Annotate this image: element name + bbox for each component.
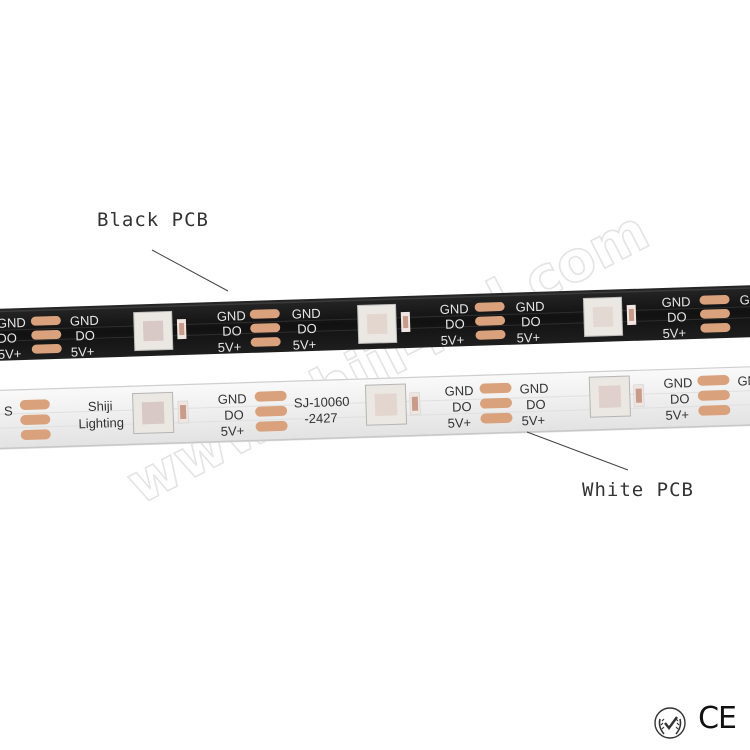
pad-label-gnd: GND [439,301,468,317]
copper-pad-group [699,294,731,333]
pad-labels: GND DO 5V+ [218,391,247,439]
pad-label-do: DO [445,316,465,332]
pad-label-gnd: GND [218,391,247,407]
pad-label-gnd: GND [661,294,690,310]
pad-labels: GND DO 5V+ GND DO 5V+ [217,306,321,355]
pad-label-gnd: GND [444,383,473,399]
pad-label-gnd: GND [739,292,750,308]
pad-label-do: DO [670,391,690,407]
pad-label-5v: 5V+ [0,346,22,362]
pad-labels: GND DO 5V+ GND [661,292,750,341]
pad-label-5v: 5V+ [521,413,545,429]
pad-label-do: DO [222,323,242,339]
pad-label-do: DO [297,321,317,337]
pad-label-do: DO [667,309,687,325]
pad-label-5v: 5V+ [665,407,689,423]
watermark-text: www.shiji-led.com [117,198,659,517]
leader-line-white [526,431,629,471]
led-chip [588,375,645,418]
white-pcb-strip: S Shiji Lighting GND DO 5V+ [0,365,750,451]
pad-label-5v: 5V+ [440,332,464,348]
brand-line-1: Shiji [88,398,113,414]
pad-label-5v: 5V+ [218,339,242,355]
copper-pad-group [30,316,62,354]
pad-labels: GND DO 5V+ GND DO 5V+ [444,381,548,431]
brand-print: Shiji Lighting [78,398,124,431]
copper-pad-group [697,375,731,416]
pad-label-5v: 5V+ [71,344,95,360]
pad-label-do: DO [521,314,541,330]
pad-label-gnd: GND [70,313,99,329]
quality-seal-icon [654,707,686,739]
copper-pad-group [19,399,51,440]
pad-label-gnd: GND [519,381,548,397]
led-chip [582,296,637,337]
model-line-1: SJ-10060 [294,394,350,411]
pad-label-gnd: GND [737,373,750,389]
black-pcb-label: Black PCB [97,209,209,231]
pad-label-do: DO [526,397,546,413]
led-chip [364,383,421,426]
pad-label-do: DO [0,330,17,346]
pad-labels: GND DO 5V+ GND DO 5V+ [0,313,99,362]
pad-labels: GND DO 5V+ GND DO 5V+ [439,299,544,348]
pad-label-gnd: GND [217,308,246,324]
certification-marks: CE [698,701,737,736]
pad-label-do: DO [452,399,472,415]
leader-line-black [151,249,229,292]
pad-labels: GND [737,373,750,389]
ce-mark: CE [698,701,737,736]
model-line-2: -2427 [304,410,338,426]
pad-label-5v: 5V+ [221,423,245,439]
pad-label-gnd: GND [663,375,692,391]
copper-pad-group [249,309,281,347]
pad-label-do: DO [224,407,244,423]
led-chip [133,310,187,352]
pad-label-gnd: GND [0,315,26,331]
model-print: SJ-10060 -2427 [294,394,350,426]
pad-label-5v: 5V+ [447,415,471,431]
copper-pad-group [254,390,288,432]
led-chip [132,391,189,435]
white-pcb-label: White PCB [582,479,694,501]
pad-label-do: DO [75,328,95,344]
pad-label-5v: 5V+ [662,325,686,341]
pad-label-5v: 5V+ [293,337,317,353]
brand-line-2: Lighting [78,415,124,431]
copper-pad-group [474,302,506,340]
partial-text: S [4,403,13,418]
black-pcb-strip: GND DO 5V+ GND DO 5V+ GND DO 5V+ GND DO … [0,284,750,362]
pad-label-gnd: GND [292,306,321,322]
pad-label-5v: 5V+ [516,330,540,346]
pad-labels: GND DO 5V+ [663,375,692,423]
led-chip [357,303,411,345]
pad-label-gnd: GND [515,299,544,315]
copper-pad-group [479,382,513,424]
